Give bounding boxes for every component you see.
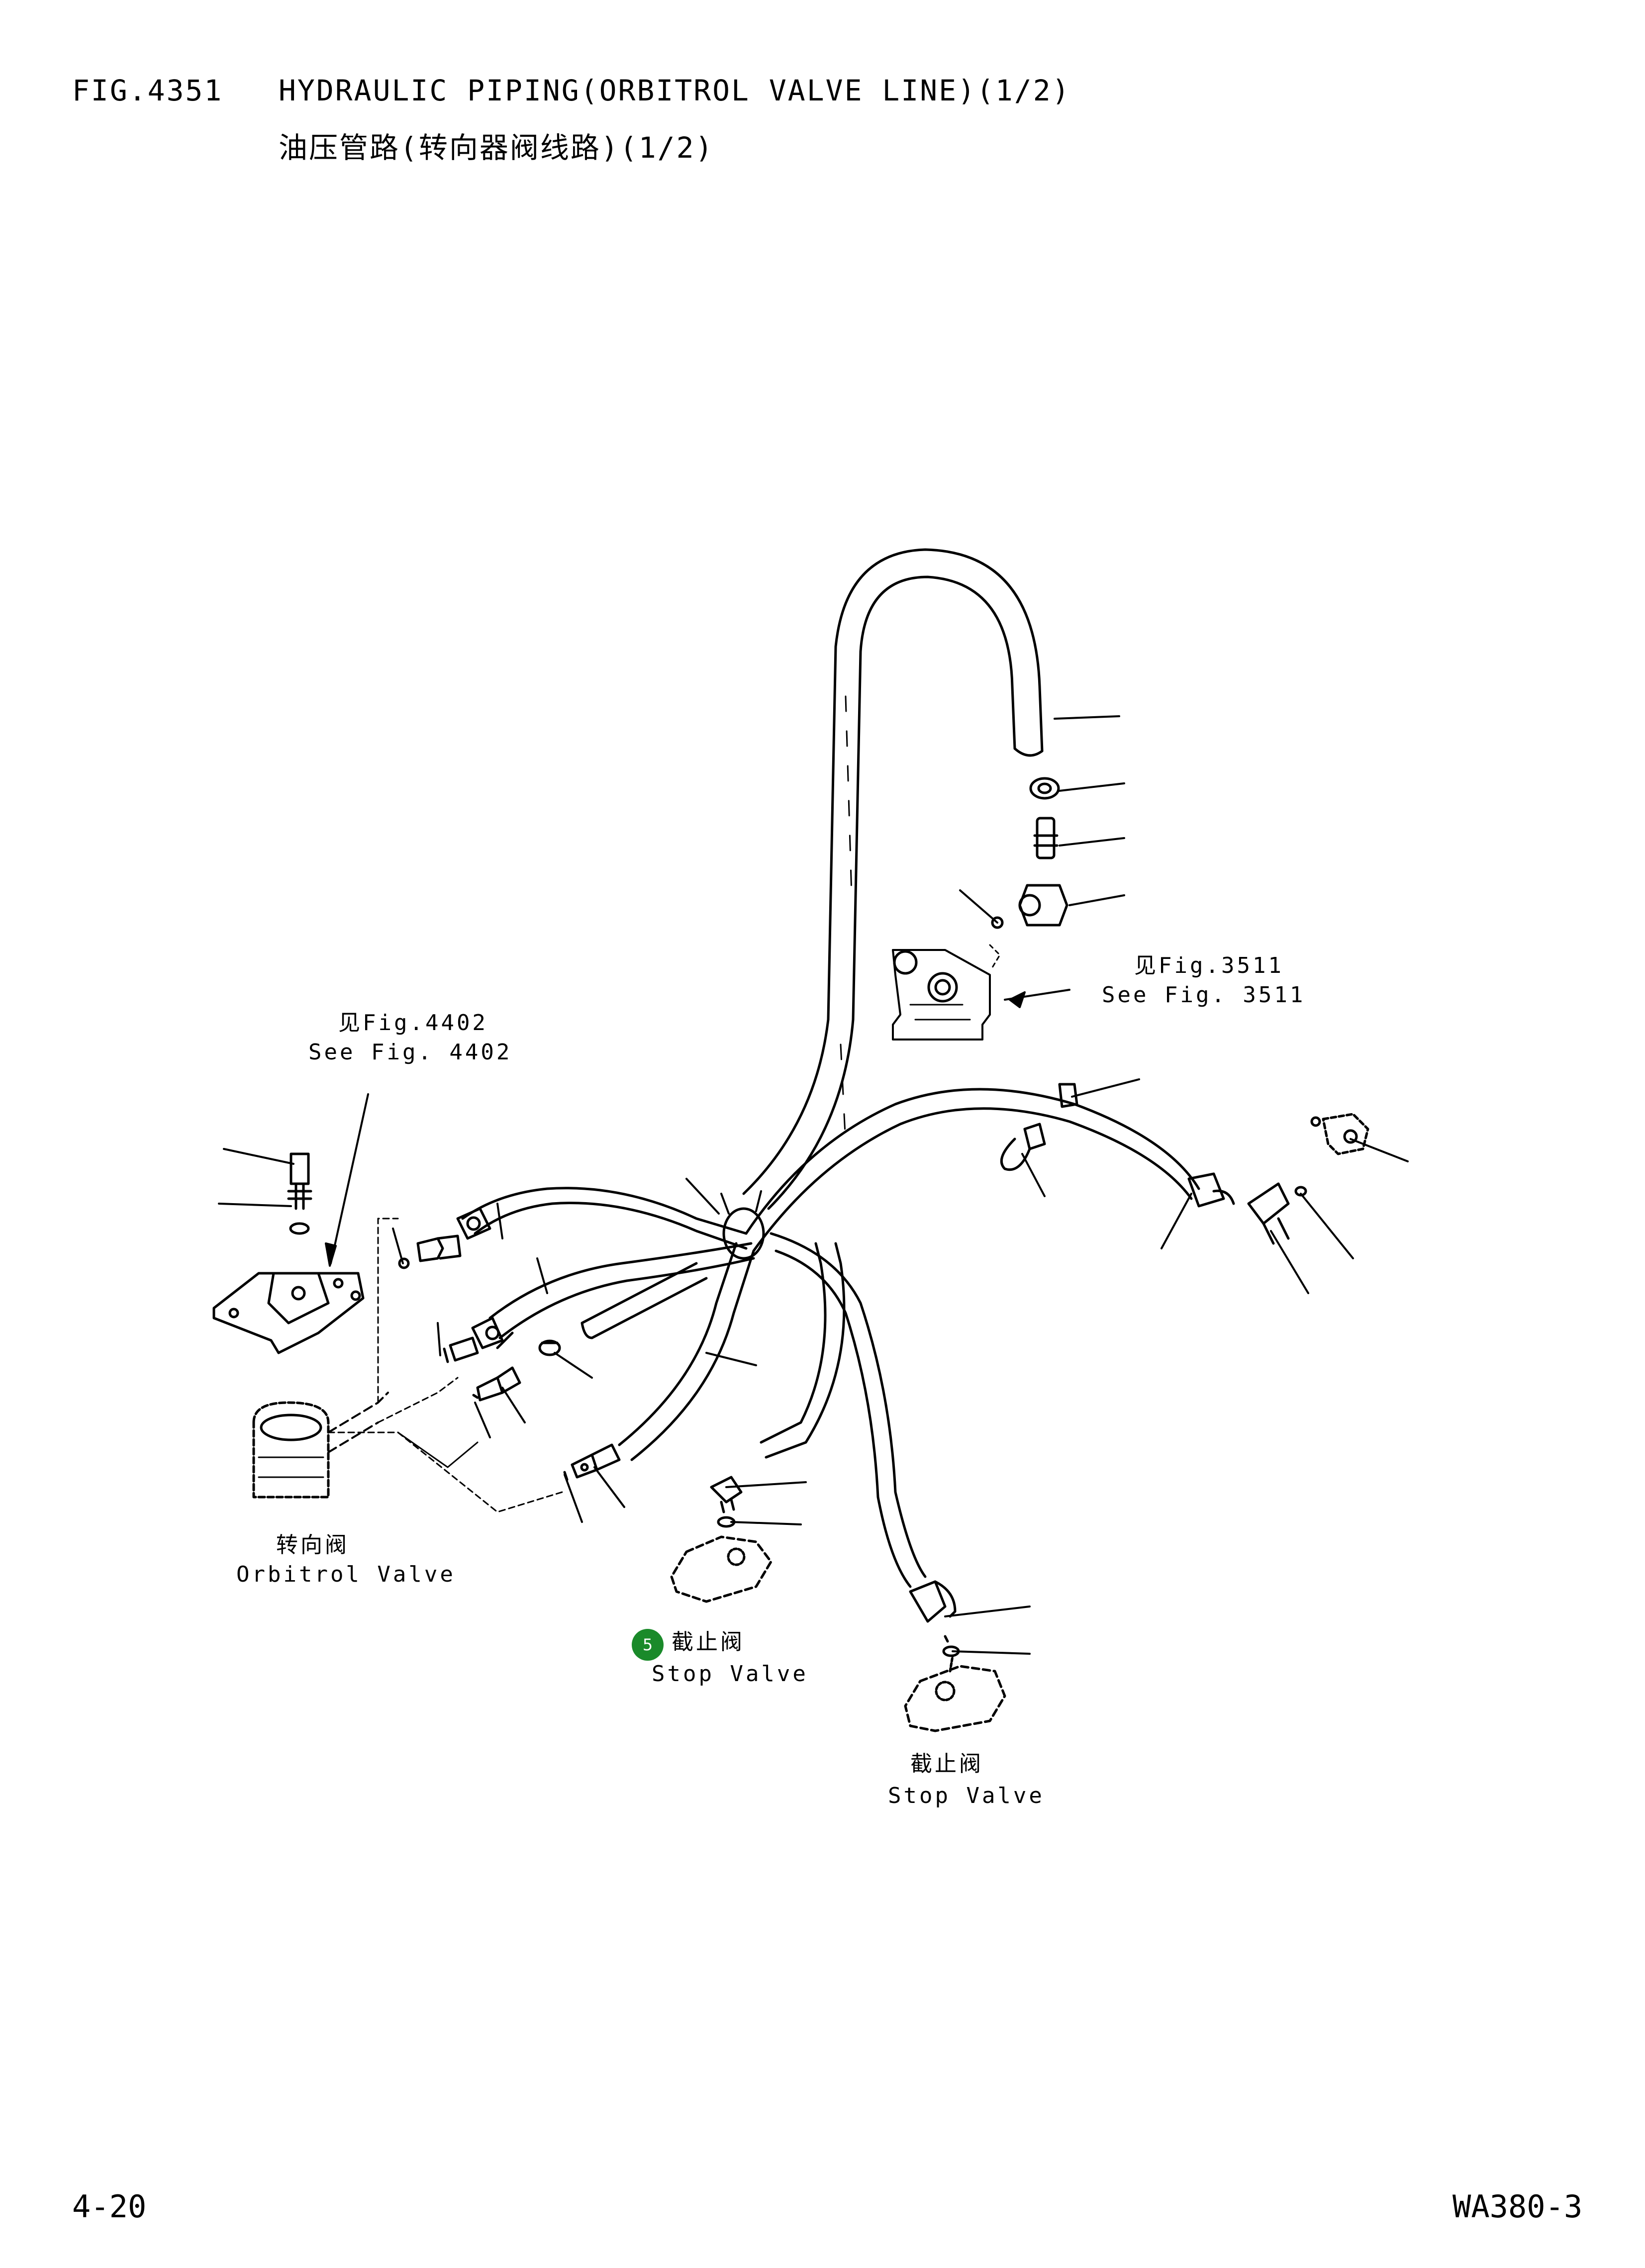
u-tube	[742, 548, 1044, 1210]
stop-valve-2-label-en: Stop Valve	[888, 1783, 1045, 1808]
top-right-fittings	[892, 777, 1068, 1040]
orbitrol-valve-label-cn: 转向阀	[276, 1532, 349, 1558]
model-number: WA380-3	[1452, 2188, 1583, 2225]
hoses	[461, 1088, 1200, 1588]
see-fig-3511-en: See Fig. 3511	[1102, 982, 1306, 1008]
figure-title-en: HYDRAULIC PIPING(ORBITROL VALVE LINE)(1/…	[279, 74, 1071, 107]
stop-valve-bodies	[670, 1476, 1006, 1732]
stop-valve-1-label-cn: 截止阀	[672, 1629, 745, 1655]
see-fig-4402-en: See Fig. 4402	[308, 1040, 512, 1065]
figure-number: FIG.4351	[72, 74, 223, 107]
see-fig-4402-cn: 见Fig.4402	[338, 1010, 488, 1036]
page-number: 4-20	[72, 2188, 147, 2225]
stop-valve-2-label-cn: 截止阀	[910, 1751, 983, 1777]
orbitrol-valve-label-en: Orbitrol Valve	[236, 1562, 456, 1587]
right-fittings	[1000, 1083, 1369, 1245]
orbitrol-valve	[252, 1218, 563, 1513]
item-number-badge[interactable]: 5	[632, 1629, 664, 1661]
figure-title-cn: 油压管路(转向器阀线路)(1/2)	[279, 131, 714, 165]
mounting-block	[212, 1152, 365, 1354]
left-connectors	[398, 1207, 621, 1481]
leader-lines	[218, 715, 1409, 1655]
see-fig-3511-cn: 见Fig.3511	[1134, 953, 1284, 978]
stop-valve-1-label-en: Stop Valve	[652, 1661, 808, 1687]
